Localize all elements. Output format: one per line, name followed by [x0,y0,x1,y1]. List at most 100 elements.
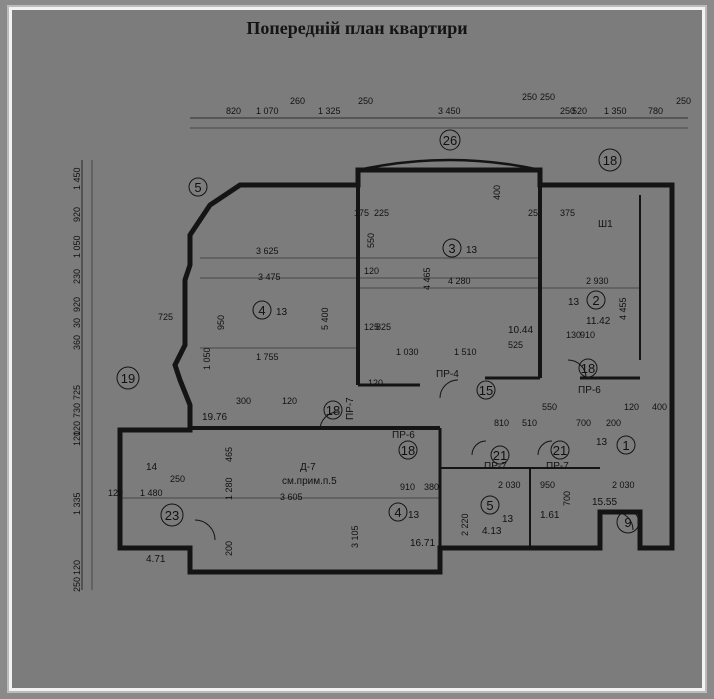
dim-top: 250 [540,92,555,102]
dim-top: 1 325 [318,106,341,116]
inner-dim: 950 [540,480,555,490]
dim-top: 3 450 [438,106,461,116]
inner-dim: 175 [354,208,369,218]
opening-label: Ш1 [598,219,613,230]
circle-label: 5 [486,498,493,513]
inner-dim: 910 [580,330,595,340]
inner-dim: 200 [606,418,621,428]
inner-dim: 4 465 [422,267,432,290]
circle-label: 18 [581,361,595,376]
inner-dim: 525 [508,340,523,350]
dim-top: 820 [226,106,241,116]
room-area: 4.13 [482,526,502,537]
inner-dim: 810 [494,418,509,428]
circle-label: 19 [121,371,135,386]
dim-left: 30 [72,318,82,328]
room-mark: 13 [568,297,580,308]
inner-dim: 120 [624,402,639,412]
room-area: 1.61 [540,510,560,521]
room-area: 16.71 [410,538,435,549]
circle-label: 3 [448,241,455,256]
inner-dim: 700 [576,418,591,428]
inner-dim: 250 [170,474,185,484]
inner-dim: 1 050 [202,347,212,370]
inner-dim: 3 605 [280,492,303,502]
circle-label: 23 [165,508,179,523]
inner-dim: 125 [364,322,379,332]
dim-left: 120 [72,421,82,436]
room-mark: 13 [276,307,288,318]
inner-dim: 3 475 [258,272,281,282]
inner-dim: 725 [158,312,173,322]
room-area: 11.42 [586,316,611,327]
inner-dim: 1 480 [140,488,163,498]
inner-dim: 3 625 [256,246,279,256]
inner-dim: 3 105 [350,525,360,548]
inner-dim: 2 030 [498,480,521,490]
dim-top: 1 350 [604,106,627,116]
inner-dim: 4 280 [448,276,471,286]
dim-top: 260 [290,96,305,106]
circle-label: 18 [326,403,340,418]
plan-title: Попередній план квартири [246,18,468,38]
inner-dim: 1 280 [224,477,234,500]
inner-dim: 465 [224,447,234,462]
inner-dim: 120 [108,488,123,498]
inner-dim: 950 [216,315,226,330]
room-mark: 13 [502,514,514,525]
dim-top: 250 [522,92,537,102]
inner-dim: 5 400 [320,307,330,330]
inner-dim: 400 [492,185,502,200]
dim-top: 1 070 [256,106,279,116]
inner-dim: 300 [236,396,251,406]
circle-label: 1 [622,438,629,453]
inner-dim: 700 [562,491,572,506]
dim-left: 920 [72,207,82,222]
circle-label: 5 [194,180,201,195]
opening-label: ПР-7 [484,461,507,472]
dim-top: 780 [648,106,663,116]
inner-dim: 910 [400,482,415,492]
circle-label: 15 [479,383,493,398]
inner-dim: 1 755 [256,352,279,362]
dim-left: 730 [72,403,82,418]
dim-left: 1 335 [72,492,82,515]
circle-label: 4 [394,505,401,520]
inner-dim: 400 [652,402,667,412]
room-area: 4.71 [146,554,166,565]
room-area: 19.76 [202,412,227,423]
dim-top: 250 [560,106,575,116]
dim-left: 725 [72,385,82,400]
opening-label: ПР-6 [392,430,415,441]
opening-label: Д-7 [300,462,316,473]
inner-dim: 120 [364,266,379,276]
bay-window [357,158,541,172]
opening-label: ПР-7 [546,461,569,472]
opening-label: ПР-6 [578,385,601,396]
inner-dim: 375 [560,208,575,218]
exterior-walls [117,167,675,575]
opening-label: ПР-7 [345,397,356,420]
circle-label: 2 [592,293,599,308]
dim-top: 520 [572,106,587,116]
dim-top: 250 [358,96,373,106]
inner-dim: 2 030 [612,480,635,490]
circle-label: 9 [624,515,631,530]
room-mark: 13 [596,437,608,448]
dim-left: 1 450 [72,167,82,190]
opening-label: ПР-4 [436,369,459,380]
dim-top: 250 [676,96,691,106]
dim-left: 120 [72,431,82,446]
room-mark: 14 [146,462,158,473]
dim-left: 360 [72,335,82,350]
dim-left: 920 [72,297,82,312]
dim-left: 250 [72,577,82,592]
circle-label: 18 [401,443,415,458]
room-mark: 13 [408,510,420,521]
dim-left: 230 [72,269,82,284]
note-text: см.прим.п.5 [282,476,337,487]
inner-dim: 130 [566,330,581,340]
inner-dim: 4 455 [618,297,628,320]
inner-dim: 25 [528,208,538,218]
